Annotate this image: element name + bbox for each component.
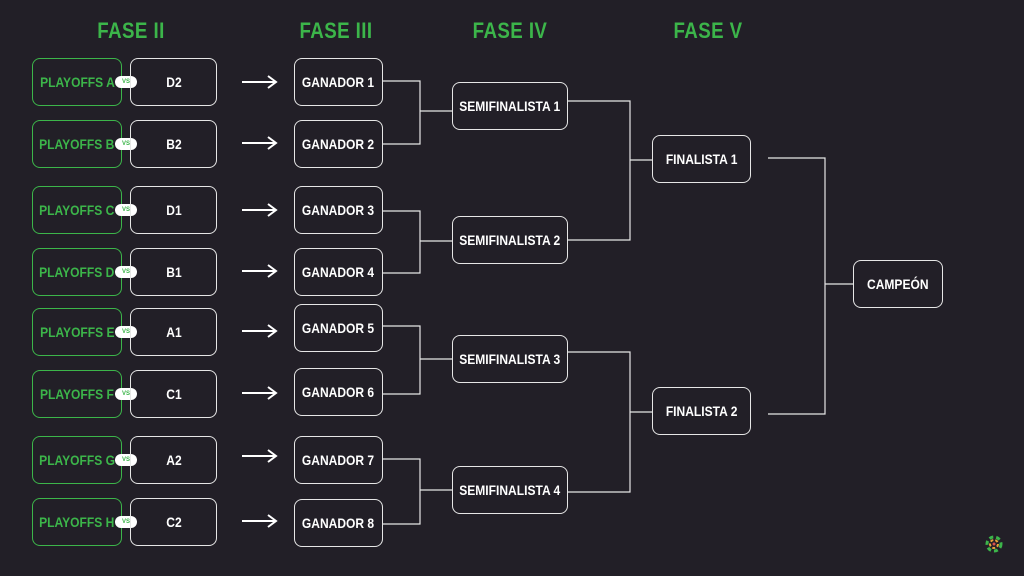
playoff-box-a: PLAYOFFS A xyxy=(32,58,122,106)
phase-header-5: FASE V xyxy=(673,18,743,43)
winner-box-8: GANADOR 8 xyxy=(294,499,383,547)
playoff-box-e: PLAYOFFS E xyxy=(32,308,122,356)
playoff-box-g: PLAYOFFS G xyxy=(32,436,122,484)
right-arrow-icon xyxy=(242,324,278,338)
final-label: FINALISTA 1 xyxy=(665,151,738,167)
vs-badge: VS xyxy=(115,138,137,150)
right-arrow-icon xyxy=(242,203,278,217)
right-arrow-icon xyxy=(242,386,278,400)
seed-label: D1 xyxy=(165,202,182,218)
phase-header-4: FASE IV xyxy=(472,18,548,43)
semifinal-label: SEMIFINALISTA 1 xyxy=(459,98,561,114)
semifinal-label: SEMIFINALISTA 3 xyxy=(459,351,561,367)
vs-badge: VS xyxy=(115,76,137,88)
playoff-box-h: PLAYOFFS H xyxy=(32,498,122,546)
vs-badge: VS xyxy=(115,516,137,528)
seed-label: D2 xyxy=(165,74,182,90)
winner-label: GANADOR 5 xyxy=(302,320,375,336)
seed-label: B2 xyxy=(165,136,182,152)
phase-header-3: FASE III xyxy=(299,18,373,43)
right-arrow-icon xyxy=(242,514,278,528)
vs-badge: VS xyxy=(115,454,137,466)
seed-label: A2 xyxy=(165,452,182,468)
playoff-label: PLAYOFFS B xyxy=(39,136,115,152)
playoff-label: PLAYOFFS G xyxy=(39,452,115,468)
seed-box-d2: D2 xyxy=(130,58,217,106)
vs-badge: VS xyxy=(115,388,137,400)
playoff-box-f: PLAYOFFS F xyxy=(32,370,122,418)
winner-box-4: GANADOR 4 xyxy=(294,248,383,296)
winner-label: GANADOR 6 xyxy=(302,384,375,400)
seed-box-b2: B2 xyxy=(130,120,217,168)
semifinal-box-3: SEMIFINALISTA 3 xyxy=(452,335,568,383)
seed-label: C1 xyxy=(165,386,182,402)
seed-label: B1 xyxy=(165,264,182,280)
playoff-label: PLAYOFFS F xyxy=(40,386,114,402)
right-arrow-icon xyxy=(242,264,278,278)
seed-box-c1: C1 xyxy=(130,370,217,418)
final-box-1: FINALISTA 1 xyxy=(652,135,751,183)
playoff-label: PLAYOFFS H xyxy=(39,514,115,530)
semifinal-box-4: SEMIFINALISTA 4 xyxy=(452,466,568,514)
logo-icon xyxy=(985,535,1003,553)
semifinal-label: SEMIFINALISTA 4 xyxy=(459,482,561,498)
final-box-2: FINALISTA 2 xyxy=(652,387,751,435)
playoff-box-c: PLAYOFFS C xyxy=(32,186,122,234)
winner-label: GANADOR 2 xyxy=(302,136,375,152)
seed-box-b1: B1 xyxy=(130,248,217,296)
playoff-box-d: PLAYOFFS D xyxy=(32,248,122,296)
seed-box-c2: C2 xyxy=(130,498,217,546)
playoff-label: PLAYOFFS D xyxy=(39,264,115,280)
playoff-box-b: PLAYOFFS B xyxy=(32,120,122,168)
seed-box-d1: D1 xyxy=(130,186,217,234)
winner-box-6: GANADOR 6 xyxy=(294,368,383,416)
champion-label: CAMPEÓN xyxy=(867,276,929,292)
seed-box-a2: A2 xyxy=(130,436,217,484)
vs-badge: VS xyxy=(115,326,137,338)
right-arrow-icon xyxy=(242,75,278,89)
winner-label: GANADOR 1 xyxy=(302,74,375,90)
winner-box-7: GANADOR 7 xyxy=(294,436,383,484)
winner-box-3: GANADOR 3 xyxy=(294,186,383,234)
champion-box: CAMPEÓN xyxy=(853,260,943,308)
right-arrow-icon xyxy=(242,136,278,150)
seed-label: A1 xyxy=(165,324,182,340)
playoff-label: PLAYOFFS E xyxy=(39,324,115,340)
winner-box-5: GANADOR 5 xyxy=(294,304,383,352)
semifinal-box-1: SEMIFINALISTA 1 xyxy=(452,82,568,130)
playoff-label: PLAYOFFS A xyxy=(39,74,115,90)
winner-label: GANADOR 3 xyxy=(302,202,375,218)
winner-box-2: GANADOR 2 xyxy=(294,120,383,168)
seed-box-a1: A1 xyxy=(130,308,217,356)
right-arrow-icon xyxy=(242,449,278,463)
final-label: FINALISTA 2 xyxy=(665,403,738,419)
winner-label: GANADOR 8 xyxy=(302,515,375,531)
vs-badge: VS xyxy=(115,204,137,216)
phase-header-2: FASE II xyxy=(97,18,165,43)
winner-box-1: GANADOR 1 xyxy=(294,58,383,106)
winner-label: GANADOR 7 xyxy=(302,452,375,468)
vs-badge: VS xyxy=(115,266,137,278)
semifinal-label: SEMIFINALISTA 2 xyxy=(459,232,561,248)
semifinal-box-2: SEMIFINALISTA 2 xyxy=(452,216,568,264)
winner-label: GANADOR 4 xyxy=(302,264,375,280)
seed-label: C2 xyxy=(165,514,182,530)
playoff-label: PLAYOFFS C xyxy=(39,202,115,218)
